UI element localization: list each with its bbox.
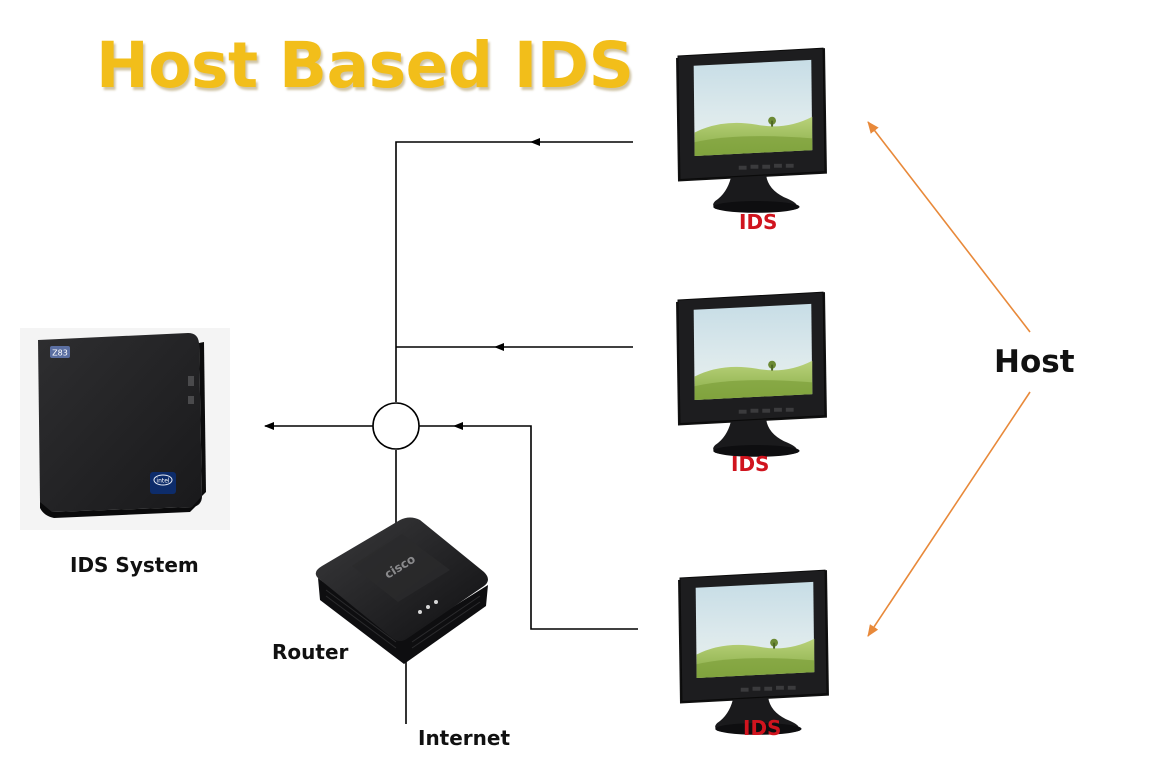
wire-network <box>264 141 638 724</box>
ids-system-label: IDS System <box>70 553 199 577</box>
wire-host-3 <box>418 425 638 630</box>
intel-badge-icon: intel <box>156 478 170 485</box>
host-1-ids-label: IDS <box>739 210 778 234</box>
host-arrow-up <box>867 121 1031 333</box>
ids-system-device: Z83 intel <box>20 328 230 530</box>
host-label: Host <box>994 344 1075 380</box>
host-monitor-1 <box>675 47 828 214</box>
flow-arrows <box>453 138 540 430</box>
flow-arrow-host-1 <box>530 138 540 146</box>
flow-arrow-host-2 <box>494 343 504 351</box>
network-hub <box>372 402 420 450</box>
router-label: Router <box>272 640 349 664</box>
router-device: cisco <box>315 517 488 664</box>
host-monitor-2 <box>675 291 828 458</box>
diagram-title: Host Based IDS <box>96 29 634 102</box>
internet-label: Internet <box>418 726 511 750</box>
host-arrow-down <box>867 391 1031 637</box>
ids-box-model-tag: Z83 <box>52 349 68 358</box>
flow-arrow-host-3 <box>453 422 463 430</box>
wire-host-1 <box>395 141 633 402</box>
host-2-ids-label: IDS <box>731 452 770 476</box>
host-monitor-3 <box>677 569 830 736</box>
host-3-ids-label: IDS <box>743 716 782 740</box>
host-bracket <box>867 121 1031 637</box>
